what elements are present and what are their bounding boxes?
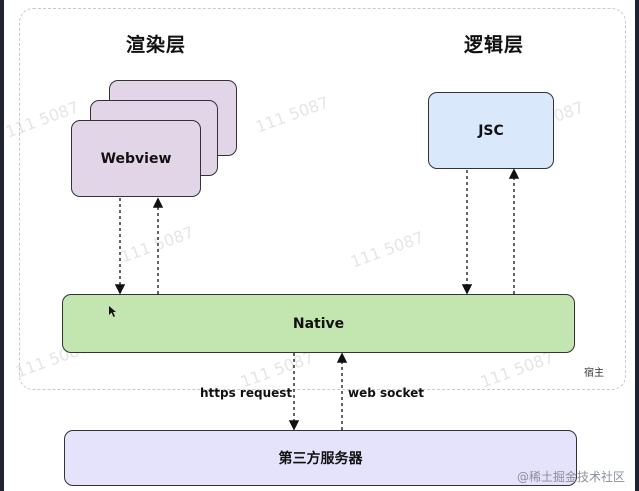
host-boundary [19,8,626,390]
native-label: Native [292,315,345,332]
third-party-server-label: 第三方服务器 [278,451,363,467]
diagram-canvas: 渲染层 逻辑层 111 5087 111 5087 111 5087 111 5… [3,0,635,491]
webview-label: Webview [100,150,172,167]
connector-arrows [109,168,520,431]
third-party-server-box: 第三方服务器 [64,430,577,486]
source-brand: @稀土掘金技术社区 [516,470,625,484]
jsc-box: JSC [428,92,554,169]
webview-box: Webview [71,120,201,197]
jsc-label: JSC [478,122,504,139]
render-layer-title: 渲染层 [126,34,187,56]
host-label: 宿主 [584,368,604,379]
https-request-label: https request [200,386,293,400]
native-box: Native [62,294,575,353]
logic-layer-title: 逻辑层 [464,34,525,56]
websocket-label: web socket [348,386,425,400]
cursor-icon [109,306,116,317]
